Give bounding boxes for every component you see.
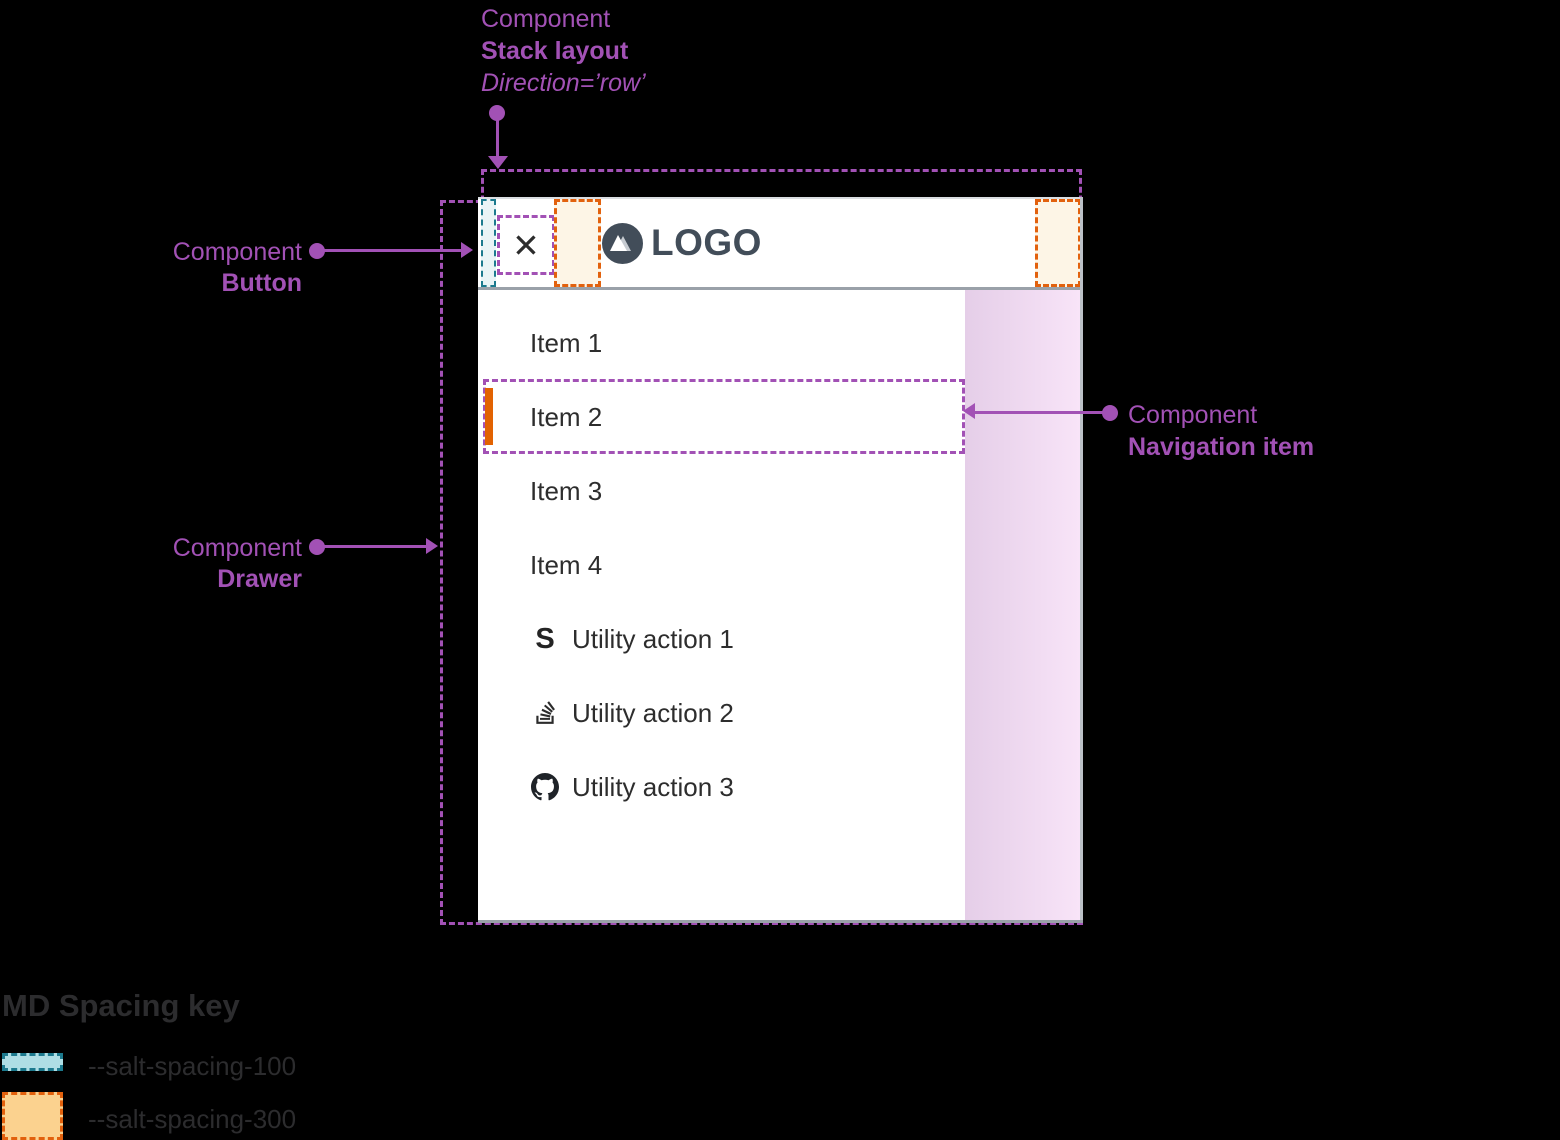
spacing-100-marker xyxy=(481,199,496,287)
logo-text: LOGO xyxy=(651,222,762,263)
annotation-eyebrow: Component xyxy=(1128,401,1258,429)
utility-action-label: Utility action 3 xyxy=(572,771,734,802)
connector-line xyxy=(975,411,1104,414)
annotation-drawer: Component Drawer xyxy=(130,533,302,595)
spacing-100-swatch xyxy=(2,1053,63,1071)
button-outline: ✕ xyxy=(497,215,555,275)
spacing-300-swatch xyxy=(2,1092,63,1140)
nav-item-label: Item 2 xyxy=(530,401,603,432)
nav-item-2[interactable]: Item 2 xyxy=(478,380,965,454)
connector-dot xyxy=(1102,405,1118,421)
s-logo-icon: S xyxy=(535,622,555,655)
annotation-title: Navigation item xyxy=(1128,433,1315,461)
connector-dot xyxy=(309,539,325,555)
nav-item-label: Item 1 xyxy=(530,327,603,358)
utility-action-1[interactable]: S Utility action 1 xyxy=(478,602,965,676)
nav-item-4[interactable]: Item 4 xyxy=(478,528,965,602)
arrowhead-right-icon xyxy=(461,242,473,258)
drawer-right-border xyxy=(1080,197,1083,923)
annotation-eyebrow: Component xyxy=(172,534,302,562)
annotation-title: Drawer xyxy=(217,565,302,593)
spacing-300-marker xyxy=(554,199,601,287)
drawer-header: ✕ LOGO xyxy=(478,197,1083,290)
close-icon[interactable]: ✕ xyxy=(512,226,540,264)
stackoverflow-icon xyxy=(530,700,560,726)
nav-item-3[interactable]: Item 3 xyxy=(478,454,965,528)
connector-line xyxy=(323,545,426,548)
annotation-button: Component Button xyxy=(130,237,302,299)
connector-dot xyxy=(309,243,325,259)
nav-item-1[interactable]: Item 1 xyxy=(478,306,965,380)
arrowhead-left-icon xyxy=(963,403,975,419)
logo: LOGO xyxy=(602,199,762,287)
spacing-300-marker xyxy=(1035,199,1081,287)
annotation-subtitle: Direction=’row’ xyxy=(481,69,646,97)
annotation-title: Stack layout xyxy=(481,37,629,65)
arrowhead-down-icon xyxy=(488,156,508,169)
utility-action-3[interactable]: Utility action 3 xyxy=(478,750,965,824)
annotation-eyebrow: Component xyxy=(172,238,302,266)
utility-action-label: Utility action 2 xyxy=(572,697,734,728)
connector-line xyxy=(496,119,499,157)
drawer-bottom-border xyxy=(478,920,1083,923)
spacing-key-title: MD Spacing key xyxy=(2,988,240,1023)
connector-line xyxy=(323,249,463,252)
annotation-eyebrow: Component xyxy=(481,5,611,33)
utility-action-2[interactable]: Utility action 2 xyxy=(478,676,965,750)
spacing-100-label: --salt-spacing-100 xyxy=(88,1051,297,1081)
nav-item-label: Item 3 xyxy=(530,475,603,506)
drawer-panel xyxy=(478,290,965,920)
github-icon xyxy=(530,773,560,801)
annotation-navigation-item: Component Navigation item xyxy=(1128,399,1314,463)
annotation-stack-layout: Component Stack layout Direction=’row’ xyxy=(481,3,646,99)
nav-item-label: Item 4 xyxy=(530,549,603,580)
page-content-behind-drawer xyxy=(965,290,1080,920)
mountain-logo-icon xyxy=(602,222,643,264)
connector-dot xyxy=(489,105,505,121)
active-item-indicator xyxy=(485,388,493,445)
arrowhead-right-icon xyxy=(426,538,438,554)
spacing-300-label: --salt-spacing-300 xyxy=(88,1104,297,1134)
annotation-title: Button xyxy=(221,269,302,297)
utility-action-label: Utility action 1 xyxy=(572,623,734,654)
